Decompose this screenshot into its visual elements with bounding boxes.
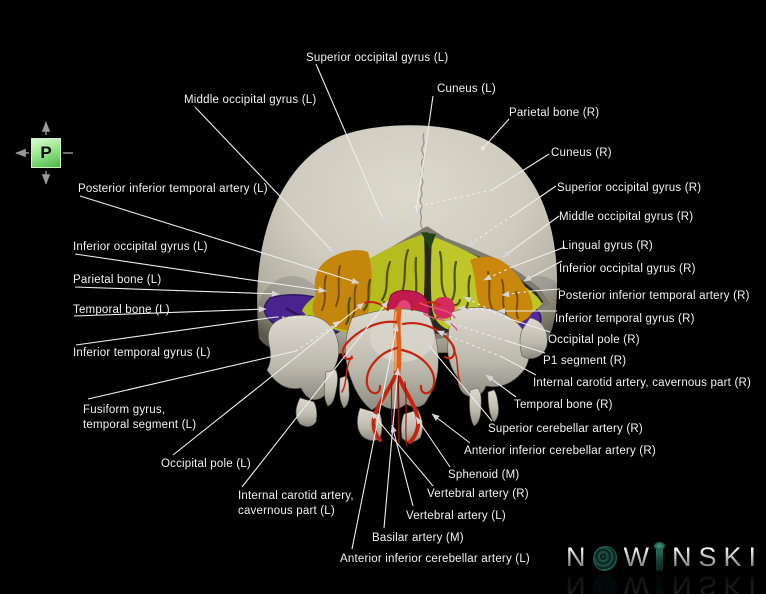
label-basilar-artery-m: Basilar artery (M) <box>372 532 464 544</box>
label-cuneus-l: Cuneus (L) <box>437 83 496 95</box>
arteries <box>341 301 463 447</box>
basilar-artery <box>393 306 402 376</box>
label-fusiform-gyrus-temporal-segment-l: Fusiform gyrus, temporal segment (L) <box>83 404 197 431</box>
label-inferior-temporal-gyrus-l: Inferior temporal gyrus (L) <box>73 347 211 359</box>
label-internal-carotid-artery-cavernous-part-r: Internal carotid artery, cavernous part … <box>533 377 752 389</box>
orientation-marker-posterior[interactable]: P <box>31 138 61 168</box>
logo-letter-i2: I <box>748 542 757 572</box>
label-middle-occipital-gyrus-r: Middle occipital gyrus (R) <box>559 211 694 223</box>
label-occipital-pole-r: Occipital pole (R) <box>548 334 640 346</box>
label-superior-occipital-gyrus-r: Superior occipital gyrus (R) <box>557 182 702 194</box>
interhemispheric-fissure <box>425 232 430 312</box>
label-inferior-temporal-gyrus-r: Inferior temporal gyrus (R) <box>555 313 695 325</box>
logo-letter-n1: N <box>566 542 586 572</box>
brainstem-i-icon: I <box>653 542 665 571</box>
logo-letter-s: S <box>698 542 717 572</box>
label-superior-cerebellar-artery-r: Superior cerebellar artery (R) <box>488 423 643 435</box>
label-superior-occipital-gyrus-l: Superior occipital gyrus (L) <box>306 52 449 64</box>
label-vertebral-artery-r: Vertebral artery (R) <box>427 488 529 500</box>
nowinski-logo: N O W I N S K I <box>566 542 763 572</box>
middle-occipital-gyrus-left-orange <box>312 250 372 332</box>
label-internal-carotid-artery-cavernous-part-l: Internal carotid artery, cavernous part … <box>238 490 354 517</box>
label-posterior-inferior-temporal-artery-l: Posterior inferior temporal artery (L) <box>78 183 268 195</box>
label-lingual-gyrus-r: Lingual gyrus (R) <box>562 240 653 252</box>
orientation-marker-arrows <box>15 121 73 185</box>
label-anterior-inferior-cerebellar-artery-r: Anterior inferior cerebellar artery (R) <box>464 445 656 457</box>
logo-letter-w: W <box>623 542 649 572</box>
label-p1-segment-r: P1 segment (R) <box>543 355 627 367</box>
brain-o-icon: O <box>592 546 617 571</box>
label-vertebral-artery-l: Vertebral artery (L) <box>406 510 506 522</box>
pons-white <box>370 314 434 362</box>
label-cuneus-r: Cuneus (R) <box>551 147 612 159</box>
label-inferior-occipital-gyrus-l: Inferior occipital gyrus (L) <box>73 241 208 253</box>
label-inferior-occipital-gyrus-r: Inferior occipital gyrus (R) <box>559 263 696 275</box>
logo-letter-k: K <box>723 542 742 572</box>
label-occipital-pole-l: Occipital pole (L) <box>161 458 251 470</box>
logo-letter-n2: N <box>671 542 692 572</box>
sagittal-suture <box>419 132 425 233</box>
leader-lines <box>73 63 566 550</box>
label-parietal-bone-r: Parietal bone (R) <box>509 107 600 119</box>
label-parietal-bone-l: Parietal bone (L) <box>73 274 162 286</box>
label-temporal-bone-l: Temporal bone (L) <box>73 304 170 316</box>
label-middle-occipital-gyrus-l: Middle occipital gyrus (L) <box>184 94 317 106</box>
label-sphenoid-m: Sphenoid (M) <box>448 469 520 481</box>
label-posterior-inferior-temporal-artery-r: Posterior inferior temporal artery (R) <box>558 290 750 302</box>
label-temporal-bone-r: Temporal bone (R) <box>514 399 613 411</box>
label-anterior-inferior-cerebellar-artery-l: Anterior inferior cerebellar artery (L) <box>340 553 530 565</box>
